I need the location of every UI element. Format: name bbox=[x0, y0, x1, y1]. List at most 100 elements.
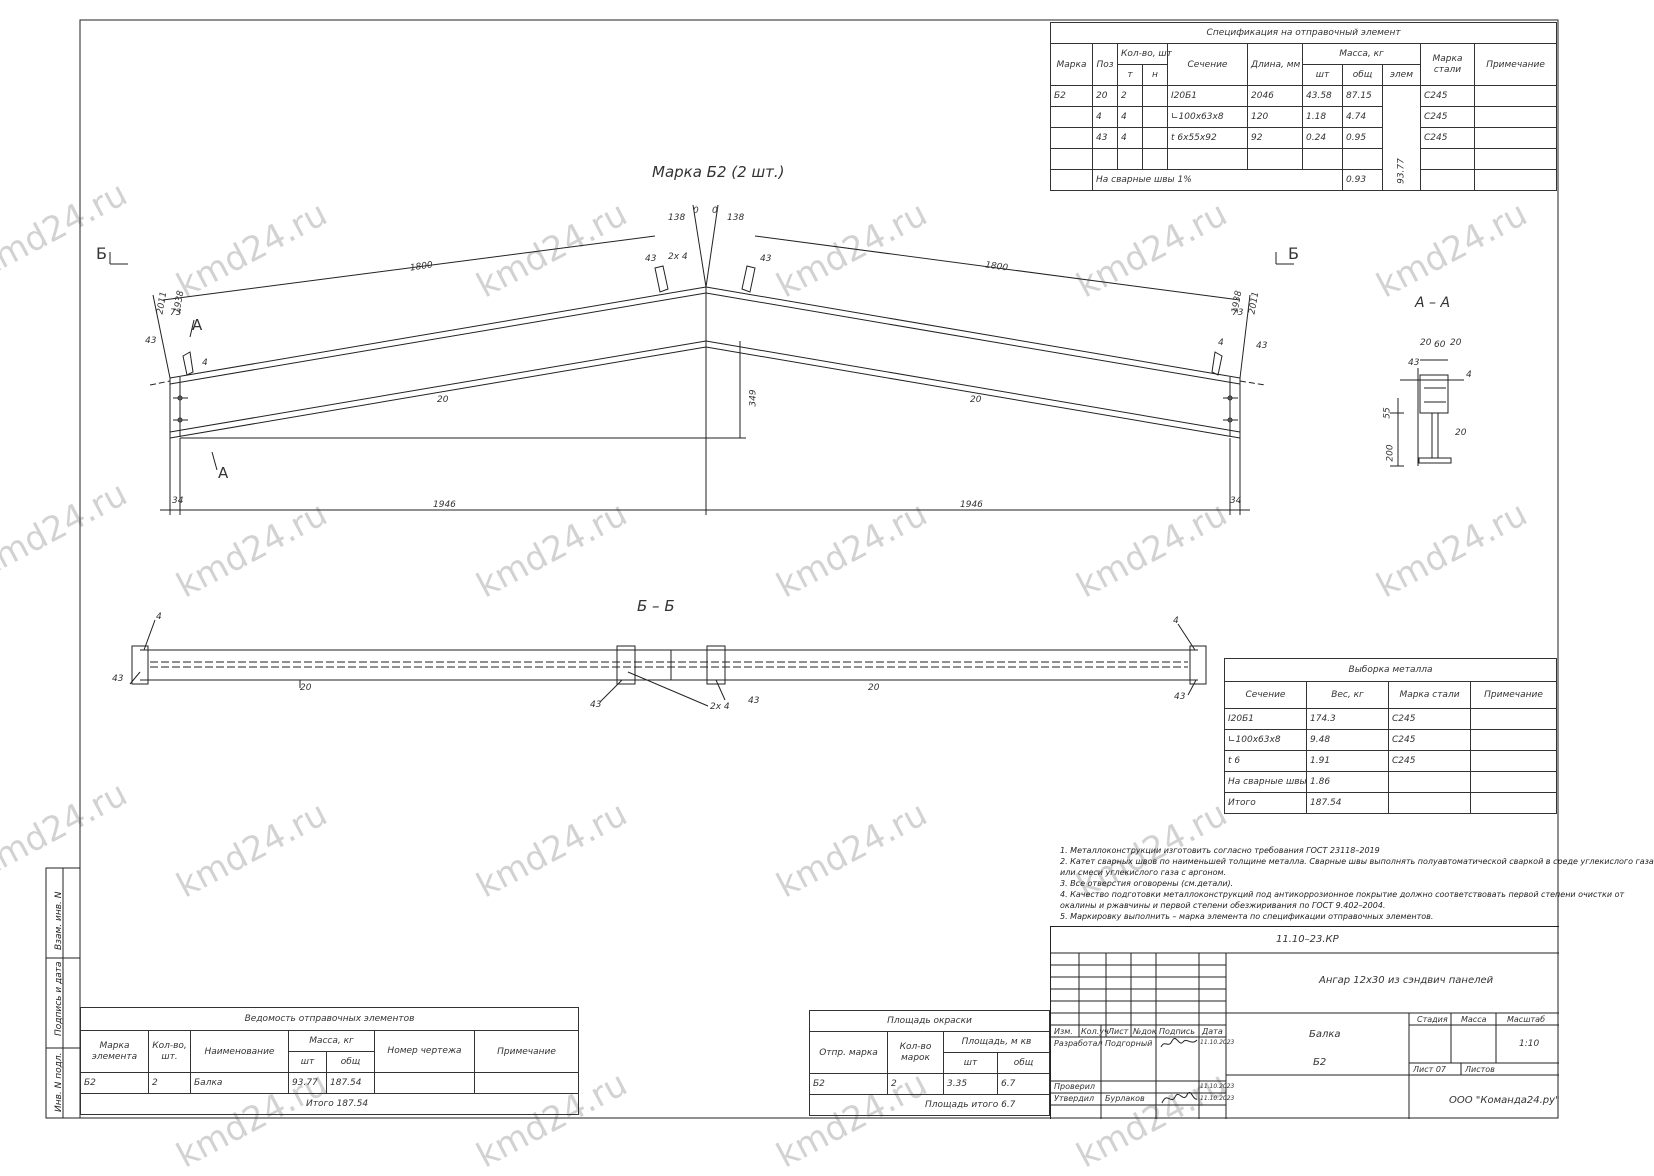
note-line: 1. Металлоконструкции изготовить согласн… bbox=[1060, 846, 1380, 855]
bb-callout-43: 43 bbox=[748, 696, 760, 706]
stamp-masshtab-value: 1:10 bbox=[1519, 1039, 1540, 1049]
okraska-h-sht: шт bbox=[943, 1052, 998, 1074]
section-aa-title: А – А bbox=[1415, 295, 1451, 311]
spec-weld-value: 0.93 bbox=[1342, 169, 1383, 191]
vyborka-cell: С245 bbox=[1388, 750, 1471, 772]
note-line: окалины и ржавчины и первой степени обез… bbox=[1060, 901, 1386, 910]
vyborka-cell: С245 bbox=[1388, 708, 1471, 730]
drawing-sheet: kmd24.ru kmd24.ru kmd24.ru kmd24.ru kmd2… bbox=[0, 19, 1654, 1176]
dim-0-left: 0 bbox=[693, 206, 699, 216]
spec-cell: 0.24 bbox=[1302, 127, 1343, 149]
stamp-code: 11.10–23.КР bbox=[1276, 934, 1339, 945]
aa-dim-20: 20 bbox=[1450, 338, 1462, 348]
bb-callout-43: 43 bbox=[590, 700, 602, 710]
vyborka-cell: 9.48 bbox=[1306, 729, 1389, 751]
stamp-proveril: Проверил bbox=[1054, 1082, 1096, 1091]
beam-bottom-left bbox=[169, 340, 707, 433]
callout-43: 43 bbox=[760, 254, 772, 264]
spec-h-sht: шт bbox=[1302, 64, 1343, 86]
bb-callout-43: 43 bbox=[112, 674, 124, 684]
okraska-title: Площадь окраски bbox=[809, 1010, 1050, 1032]
vedomost-h-nomer: Номер чертежа bbox=[374, 1030, 475, 1073]
table-row: 4 4 ∟100х63х8 120 1.18 4.74 С245 bbox=[1050, 106, 1558, 128]
aa-dim-55: 55 bbox=[1382, 407, 1393, 419]
spec-cell: С245 bbox=[1420, 106, 1475, 128]
aa-callout-4: 4 bbox=[1466, 370, 1472, 380]
spec-cell: 4 bbox=[1117, 127, 1143, 149]
okraska-table: Площадь окраски Отпр. марка Кол-во марок… bbox=[809, 1010, 1050, 1116]
spec-h-elem: элем bbox=[1382, 64, 1421, 86]
okraska-cell: 2 bbox=[887, 1073, 944, 1095]
stamp-project: Ангар 12х30 из сэндвич панелей bbox=[1319, 975, 1494, 986]
dim-34-right: 34 bbox=[1230, 496, 1242, 506]
sheet-frame bbox=[79, 19, 1559, 1119]
table-row: Б2 2 3.35 6.7 bbox=[809, 1073, 1050, 1095]
spec-cell: 0.95 bbox=[1342, 127, 1383, 149]
bb-callout-43: 43 bbox=[1174, 692, 1186, 702]
callout-43: 43 bbox=[645, 254, 657, 264]
spec-cell bbox=[1050, 106, 1093, 128]
callout-43: 43 bbox=[1256, 341, 1268, 351]
vyborka-h: Марка стали bbox=[1388, 681, 1471, 709]
okraska-cell: 3.35 bbox=[943, 1073, 998, 1095]
dim-73-left: 73 bbox=[170, 308, 182, 318]
vyborka-cell: Итого bbox=[1224, 792, 1307, 814]
spec-h-sechenie: Сечение bbox=[1167, 43, 1248, 86]
bb-callout-20: 20 bbox=[300, 683, 312, 693]
note-line: или смеси углекислого газа с аргоном. bbox=[1060, 868, 1227, 877]
spec-cell: 120 bbox=[1247, 106, 1303, 128]
stamp-col-list: Лист bbox=[1108, 1027, 1129, 1036]
side-stamp-inv: Инв. N подл. bbox=[54, 1052, 64, 1112]
spec-cell: ∟100х63х8 bbox=[1167, 106, 1248, 128]
vedomost-cell: 93.77 bbox=[288, 1072, 327, 1094]
spec-h-prim: Примечание bbox=[1473, 43, 1558, 86]
table-row: 43 4 t 6х55х92 92 0.24 0.95 С245 bbox=[1050, 127, 1558, 149]
bb-callout-20: 20 bbox=[868, 683, 880, 693]
spec-weld-label: На сварные швы 1% bbox=[1092, 169, 1343, 191]
spec-cell bbox=[1050, 127, 1093, 149]
dim-0-right: 0 bbox=[712, 206, 718, 216]
side-stamp-vzam: Взам. инв. N bbox=[54, 891, 64, 950]
spec-cell: 4 bbox=[1117, 106, 1143, 128]
callout-4: 4 bbox=[202, 358, 208, 368]
aa-callout-20: 20 bbox=[1455, 428, 1467, 438]
bb-callout-weld: 2х 4 bbox=[710, 702, 730, 712]
section-mark-a-bottom: А bbox=[218, 464, 229, 482]
spec-table: Спецификация на отправочный элемент Марк… bbox=[1049, 22, 1558, 191]
signature-razrabotal bbox=[1160, 1037, 1198, 1048]
signature-utverdil bbox=[1161, 1092, 1198, 1104]
vedomost-cell: 2 bbox=[148, 1072, 191, 1094]
stamp-col-ndok: №док bbox=[1133, 1027, 1157, 1036]
okraska-cell: Б2 bbox=[809, 1073, 888, 1095]
stamp-utverdil: Утвердил bbox=[1054, 1094, 1095, 1103]
table-row: Б2 20 2 I20Б1 2046 43.58 87.15 93.77 С24… bbox=[1050, 85, 1558, 191]
spec-cell: 87.15 bbox=[1342, 85, 1383, 107]
okraska-cell: 6.7 bbox=[997, 1073, 1050, 1095]
stamp-col-podpis: Подпись bbox=[1159, 1027, 1195, 1036]
stamp-listov: Листов bbox=[1465, 1065, 1495, 1074]
stamp-massa: Масса bbox=[1461, 1015, 1487, 1024]
beam-top-left bbox=[169, 286, 707, 379]
spec-elem-total: 93.77 bbox=[1396, 158, 1407, 184]
spec-h-massa: Масса, кг bbox=[1302, 43, 1421, 65]
spec-cell: 4 bbox=[1092, 106, 1118, 128]
vyborka-cell: На сварные швы bbox=[1224, 771, 1307, 793]
vyborka-table: Выборка металла Сечение Вес, кг Марка ст… bbox=[1223, 658, 1558, 814]
table-row: На сварные швы 1% 0.93 bbox=[1050, 169, 1558, 191]
aa-callout-43: 43 bbox=[1408, 358, 1420, 368]
spec-h-marka: Марка bbox=[1050, 43, 1093, 86]
vedomost-h-marka: Марка элемента bbox=[80, 1030, 149, 1073]
callout-43: 43 bbox=[145, 336, 157, 346]
drawing-title: Марка Б2 (2 шт.) bbox=[652, 163, 785, 181]
dim-138-left: 138 bbox=[668, 213, 686, 223]
vedomost-h-prim: Примечание bbox=[473, 1030, 580, 1073]
aa-dim-20: 20 bbox=[1420, 338, 1432, 348]
dim-34-left: 34 bbox=[172, 496, 184, 506]
spec-cell: 20 bbox=[1092, 85, 1118, 107]
stamp-list: Лист 07 bbox=[1413, 1065, 1446, 1074]
spec-cell: С245 bbox=[1420, 85, 1475, 107]
aa-dim-200: 200 bbox=[1385, 444, 1396, 462]
dim-138-right: 138 bbox=[727, 213, 745, 223]
